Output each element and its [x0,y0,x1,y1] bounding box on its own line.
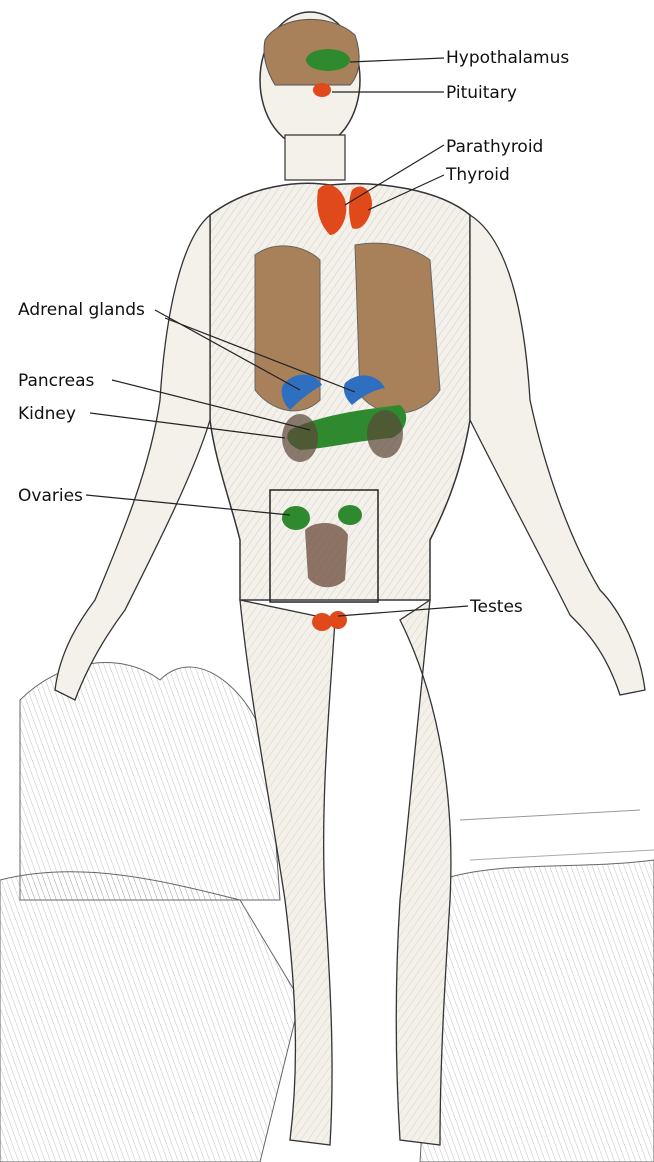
right-kidney [367,410,403,458]
label-kidney: Kidney [18,404,76,424]
label-adrenal-glands: Adrenal glands [18,300,145,320]
label-pituitary: Pituitary [446,83,517,103]
label-parathyroid: Parathyroid [446,137,543,157]
left-testis [312,613,332,631]
brain [264,19,359,85]
label-pancreas: Pancreas [18,371,94,391]
label-testes: Testes [470,597,523,617]
label-thyroid: Thyroid [446,165,510,185]
left-kidney [282,414,318,462]
right-ovary [338,505,362,525]
hypothalamus-gland [306,49,350,71]
left-ovary [282,506,310,530]
right-testis [329,611,347,629]
uterus [305,523,348,587]
label-hypothalamus: Hypothalamus [446,48,569,68]
pituitary-gland [313,83,331,97]
label-ovaries: Ovaries [18,486,83,506]
